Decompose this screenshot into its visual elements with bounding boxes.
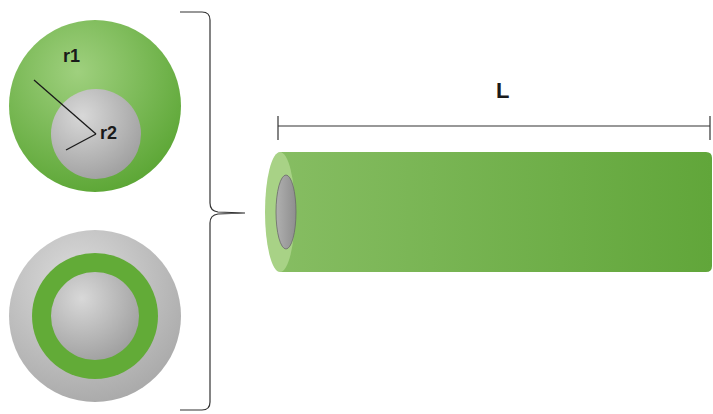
brace [180,12,245,410]
radius-label: r2 [100,124,117,142]
dimension-line [278,116,710,140]
radius-label: r1 [63,47,80,65]
length-label: L [496,80,509,102]
cross-section-top [9,20,181,192]
cross-section-bottom [9,230,181,402]
tube-cylinder [265,152,712,272]
